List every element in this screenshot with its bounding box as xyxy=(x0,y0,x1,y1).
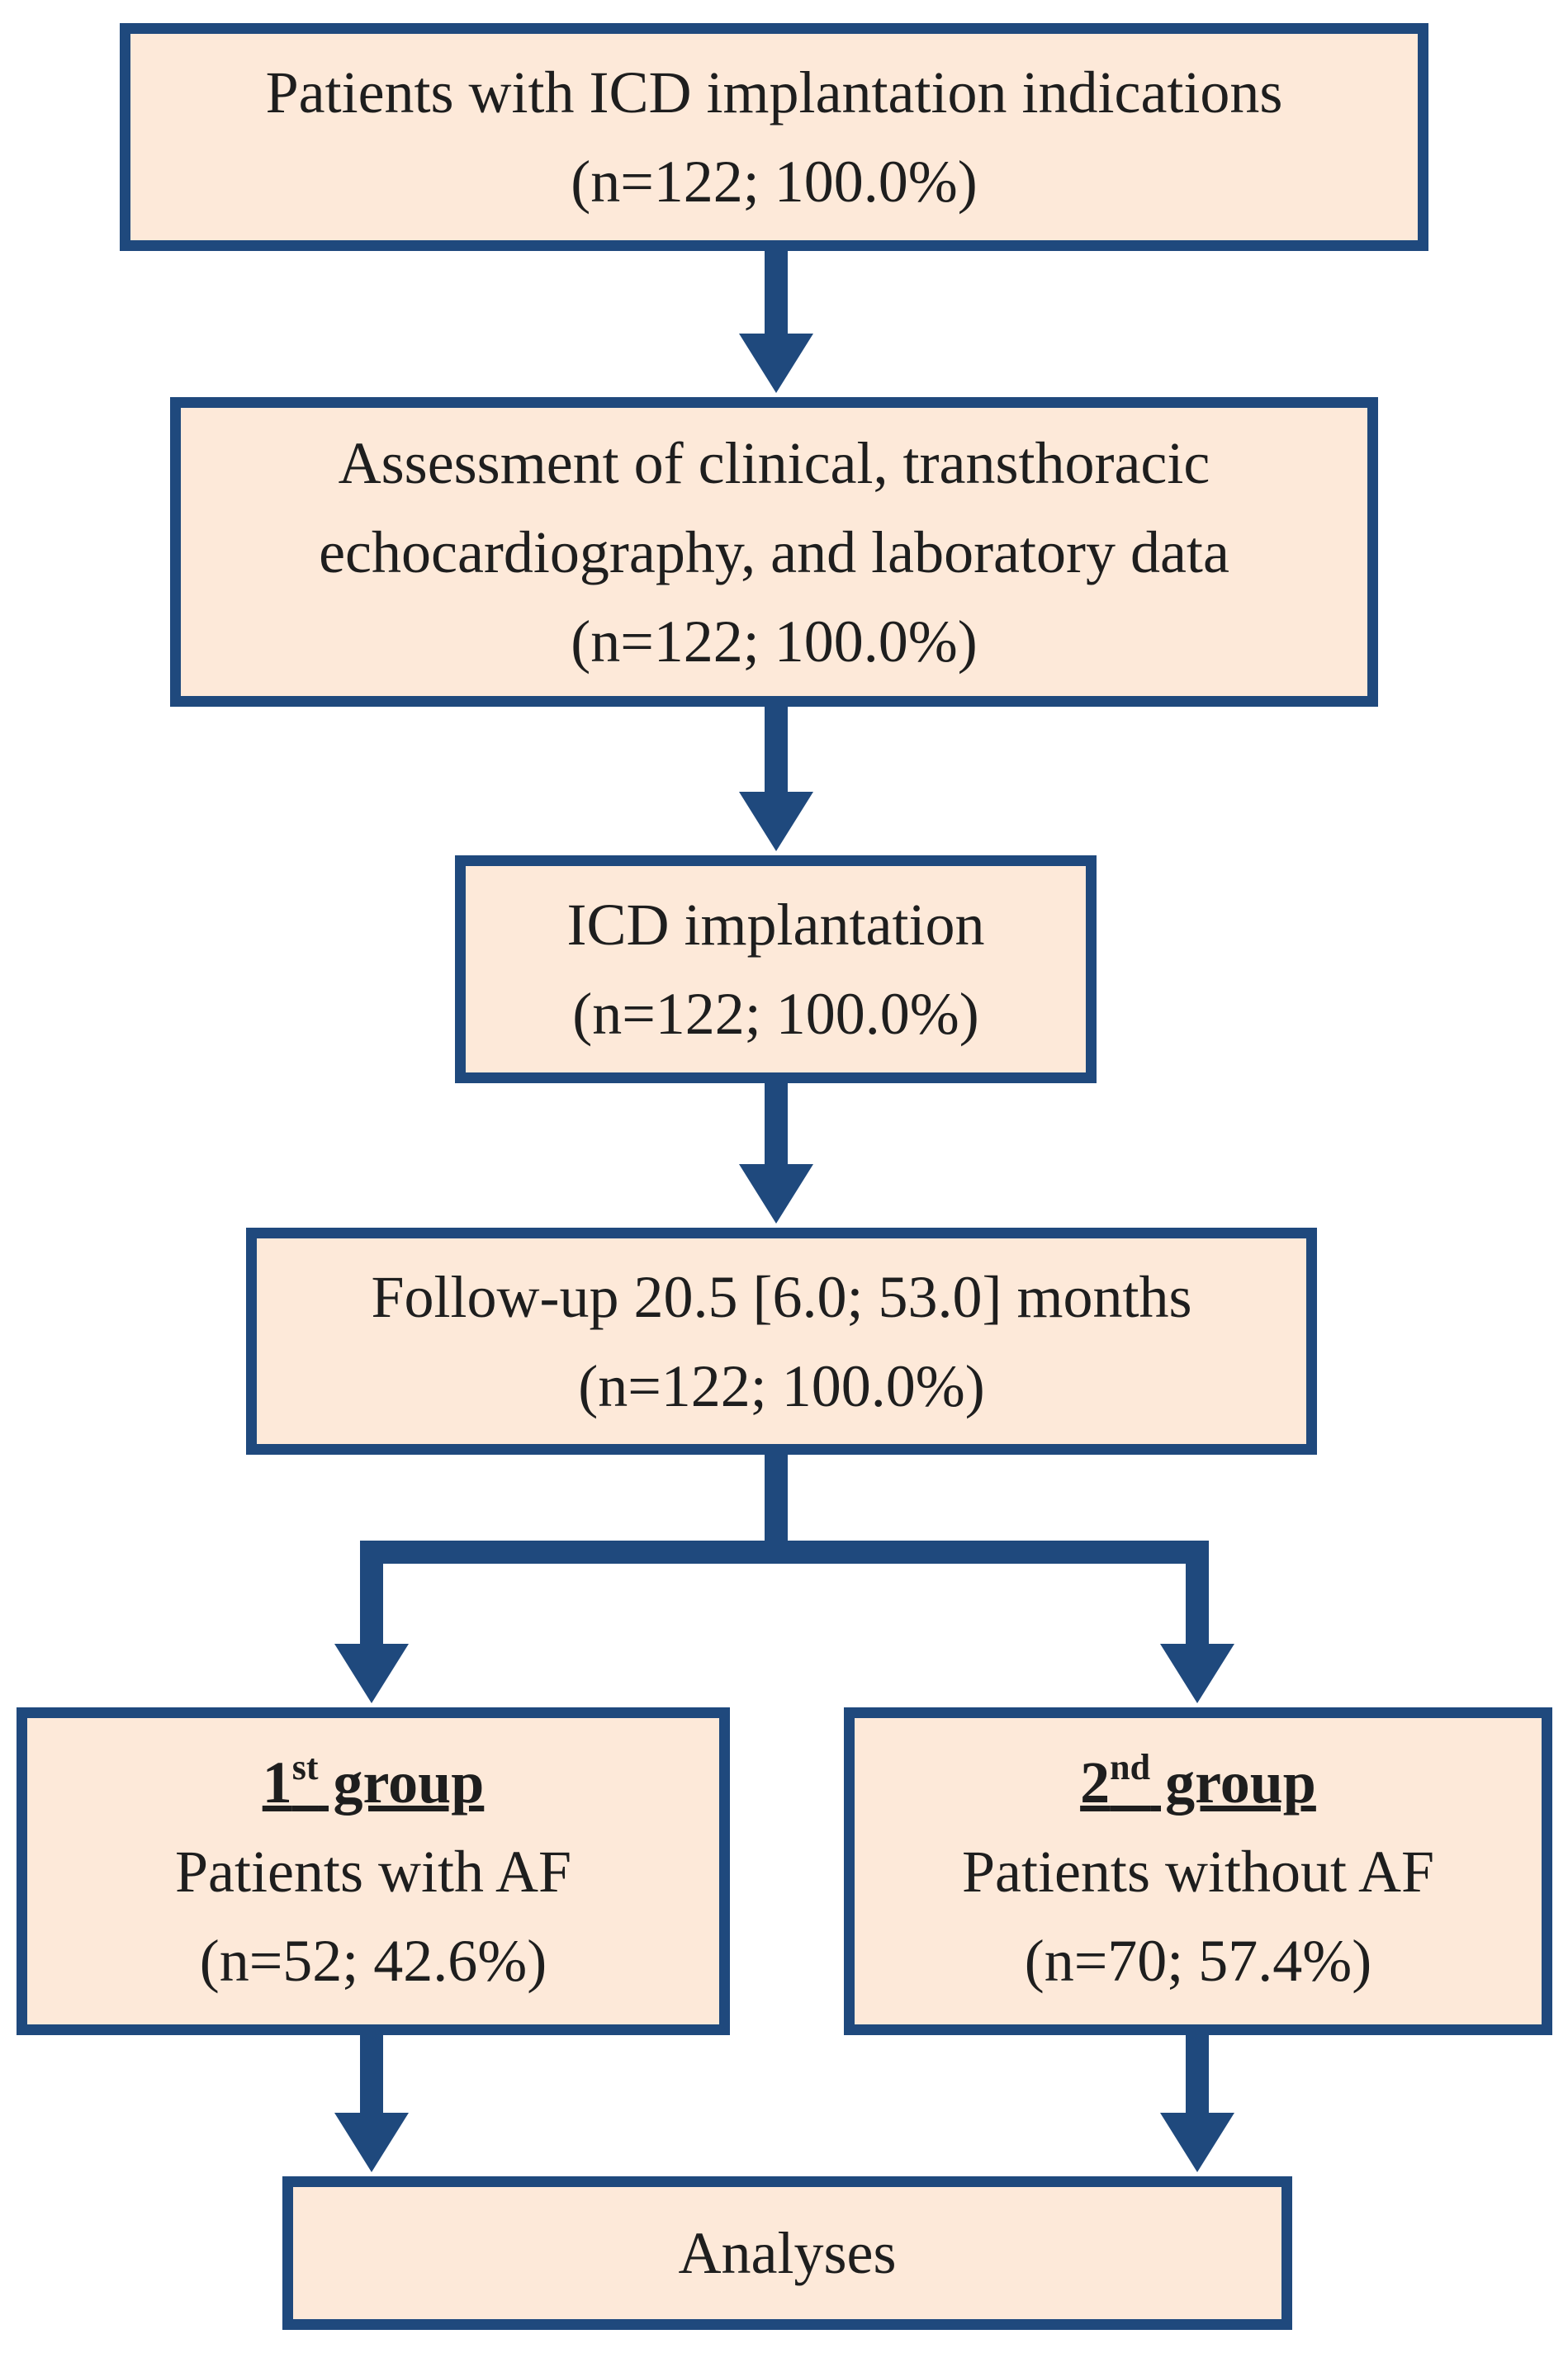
implantation-count: (n=122; 100.0%) xyxy=(572,981,979,1047)
group1-ordinal-suffix: st xyxy=(291,1746,319,1787)
followup-count: (n=122; 100.0%) xyxy=(578,1352,985,1419)
assessment-line-1: Assessment of clinical, transthoracic xyxy=(338,429,1210,496)
box-assessment: Assessment of clinical, transthoracic ec… xyxy=(170,397,1378,707)
assessment-count: (n=122; 100.0%) xyxy=(571,608,978,675)
group2-title: 2nd group xyxy=(1080,1738,1316,1827)
followup-title: Follow-up 20.5 [6.0; 53.0] months xyxy=(371,1263,1192,1330)
group2-ordinal-suffix: nd xyxy=(1110,1746,1151,1787)
group1-title: 1st group xyxy=(263,1738,485,1827)
box-group-2: 2nd group Patients without AF (n=70; 57.… xyxy=(844,1707,1552,2035)
box-analyses: Analyses xyxy=(282,2176,1292,2330)
arrowhead-analyses-right xyxy=(1160,2113,1234,2172)
arrowhead-assessment xyxy=(739,334,813,393)
group2-description: Patients without AF xyxy=(961,1838,1435,1905)
group1-word: group xyxy=(318,1749,485,1816)
assessment-line-2: echocardiography, and laboratory data xyxy=(319,518,1229,585)
split-connector xyxy=(360,1455,788,1647)
analyses-title: Analyses xyxy=(678,2220,897,2286)
arrowhead-group2 xyxy=(1160,1644,1234,1703)
box-follow-up: Follow-up 20.5 [6.0; 53.0] months (n=122… xyxy=(246,1228,1317,1455)
group2-word: group xyxy=(1150,1749,1316,1816)
box-group-1: 1st group Patients with AF (n=52; 42.6%) xyxy=(17,1707,730,2035)
arrowhead-analyses-left xyxy=(334,2113,409,2172)
group1-count: (n=52; 42.6%) xyxy=(199,1927,547,1994)
group2-count: (n=70; 57.4%) xyxy=(1024,1927,1372,1994)
group1-number: 1 xyxy=(262,1749,292,1816)
split-connector-right xyxy=(776,1541,1209,1647)
box-icd-implantation: ICD implantation (n=122; 100.0%) xyxy=(455,855,1097,1083)
group1-description: Patients with AF xyxy=(174,1838,572,1905)
arrowhead-implantation xyxy=(739,792,813,851)
arrowhead-followup xyxy=(739,1164,813,1224)
arrowhead-group1 xyxy=(334,1644,409,1703)
indications-title: Patients with ICD implantation indicatio… xyxy=(265,59,1283,125)
implantation-title: ICD implantation xyxy=(566,892,985,958)
group2-number: 2 xyxy=(1080,1749,1111,1816)
box-icd-indications: Patients with ICD implantation indicatio… xyxy=(120,23,1428,251)
indications-count: (n=122; 100.0%) xyxy=(571,149,978,215)
